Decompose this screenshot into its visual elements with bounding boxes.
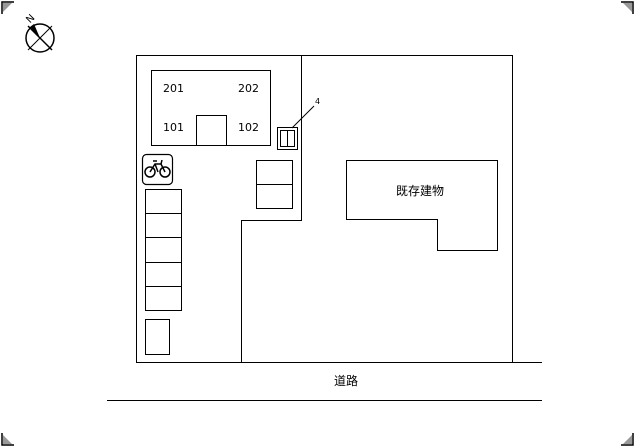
corner-fill [3,3,632,444]
marker-4-label: 4 [315,97,320,106]
parking-spaces-left [145,189,182,355]
marker-leader-line [291,105,315,129]
compass-icon: N [24,13,55,53]
apartment-building [151,70,271,146]
road-label: 道路 [334,373,358,388]
existing-building [346,160,498,251]
bicycle-icon [141,153,174,186]
unit-201-label: 201 [163,82,184,95]
existing-building-label: 既存建物 [396,184,444,198]
property-outline [107,55,542,401]
compass-north-label: N [24,13,37,26]
unit-101-label: 101 [163,121,184,134]
unit-102-label: 102 [238,121,259,134]
stairwell [196,115,227,146]
mailbox-icon [277,127,298,150]
parking-spaces-right [256,160,293,209]
unit-202-label: 202 [238,82,259,95]
